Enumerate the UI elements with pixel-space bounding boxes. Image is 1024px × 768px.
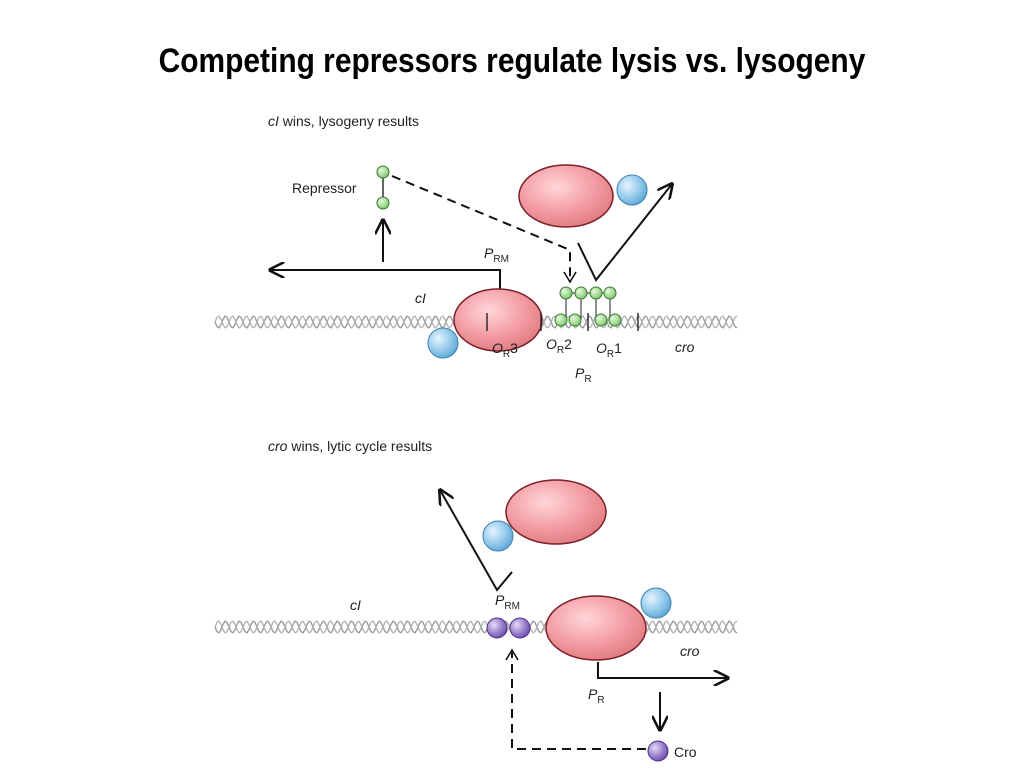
repressor-binding-dashed-arrow <box>391 175 571 280</box>
operator-ticks <box>486 313 639 331</box>
bottom-panel: cro wins, lytic cycle results cI PRM cro… <box>214 438 738 762</box>
bottom-caption-rest: wins, lytic cycle results <box>287 438 432 454</box>
or2-label: OR2 <box>546 336 572 356</box>
top-prm-label: PRM <box>484 245 509 265</box>
slide-title: Competing repressors regulate lysis vs. … <box>158 42 866 80</box>
bound-cro-dimer <box>486 617 531 639</box>
prm-blocked-v-arrow <box>440 490 513 592</box>
repressor-label: Repressor <box>292 180 357 196</box>
bottom-ci-gene-label: cI <box>350 597 361 613</box>
top-caption-italic: cI <box>268 113 279 129</box>
cro-protein-label: Cro <box>674 744 697 760</box>
rna-polymerase-pr-blocked <box>518 164 614 228</box>
cro-binding-arrowhead <box>505 648 519 661</box>
sigma-factor-prm-blocked <box>482 520 514 552</box>
cro-binding-dashed-arrow <box>511 652 646 750</box>
pr-blocked-v-arrow <box>577 184 672 282</box>
top-cro-gene-label: cro <box>675 339 695 355</box>
rna-polymerase-prm-blocked <box>505 479 607 545</box>
free-repressor-dimer <box>376 165 390 210</box>
bottom-dna-strand <box>214 620 738 634</box>
rna-polymerase-pr-active <box>545 595 647 661</box>
top-ci-gene-label: cI <box>415 290 426 306</box>
or1-label: OR1 <box>596 340 622 360</box>
top-panel: cI wins, lysogeny results Repressor PRM <box>214 113 738 385</box>
bottom-caption: cro wins, lytic cycle results <box>268 438 432 454</box>
top-caption: cI wins, lysogeny results <box>268 113 419 129</box>
rna-polymerase-prm <box>453 288 543 352</box>
sigma-factor-prm <box>427 327 459 359</box>
bottom-caption-italic: cro <box>268 438 288 454</box>
top-caption-rest: wins, lysogeny results <box>279 113 419 129</box>
prm-transcription-arrow <box>270 270 501 292</box>
bottom-prm-label: PRM <box>495 592 520 612</box>
pr-transcription-arrow <box>597 662 728 678</box>
bottom-pr-label: PR <box>588 686 605 706</box>
bottom-cro-gene-label: cro <box>680 643 700 659</box>
cro-protein <box>647 740 669 762</box>
sigma-factor-pr-blocked <box>616 174 648 206</box>
bound-repressor-dimers <box>554 286 622 327</box>
repressor-binding-arrowhead <box>563 271 577 284</box>
top-pr-label: PR <box>575 365 592 385</box>
sigma-factor-pr-active <box>640 587 672 619</box>
or3-label: OR3 <box>492 340 518 360</box>
